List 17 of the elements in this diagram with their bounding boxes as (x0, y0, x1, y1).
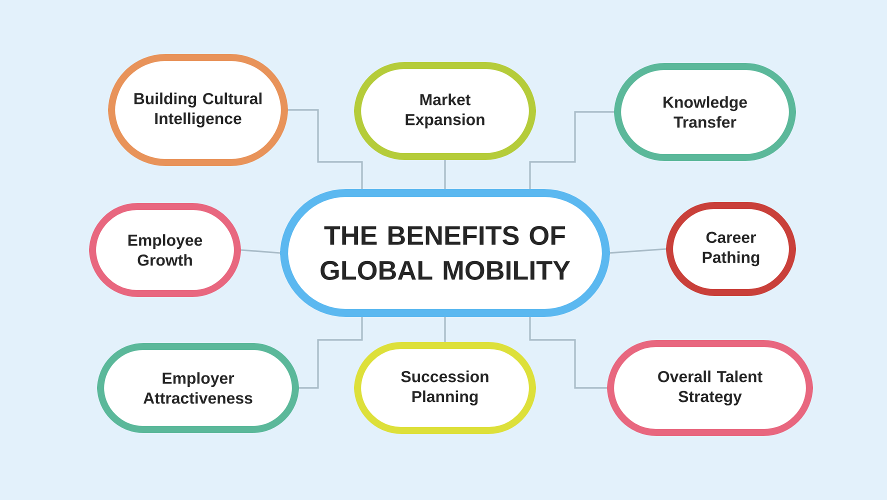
connector (444, 160, 446, 189)
benefit-pill: Succession Planning (354, 342, 536, 434)
benefit-pill: Career Pathing (666, 202, 796, 296)
benefit-pill: Market Expansion (354, 62, 536, 160)
connector (240, 249, 280, 254)
benefit-pill: Employer Attractiveness (97, 342, 299, 433)
connector (529, 317, 607, 389)
benefit-pill: Overall Talent Strategy (607, 340, 813, 436)
connector (529, 111, 614, 189)
benefit-pill: Building Cultural Intelligence (108, 54, 288, 166)
benefit-pill: Knowledge Transfer (614, 62, 796, 161)
benefit-pill: Employee Growth (89, 202, 241, 297)
connector (299, 317, 363, 389)
connector (444, 317, 446, 342)
connector (288, 109, 363, 189)
connector (610, 248, 666, 254)
title-pill: THE BENEFITS OF GLOBAL MOBILITY (280, 188, 610, 317)
